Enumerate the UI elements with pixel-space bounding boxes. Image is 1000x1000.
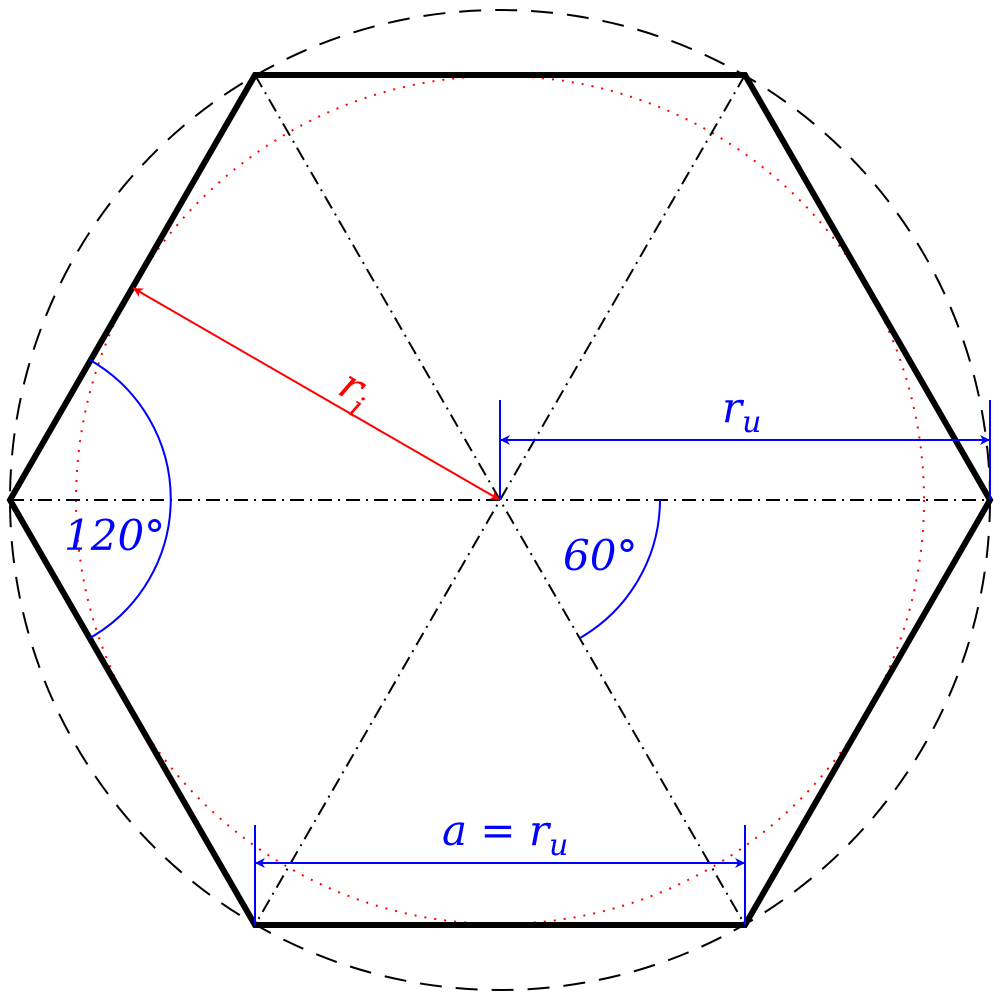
side-label-sub: u xyxy=(549,828,568,863)
inner-radius-label: ri xyxy=(326,359,381,425)
interior-angle-label: 120° xyxy=(64,511,165,560)
outer-radius-label-sub: u xyxy=(742,405,761,440)
central-angle-arc xyxy=(579,499,661,639)
side-label: a = ru xyxy=(442,806,568,863)
outer-radius-label-main: r xyxy=(722,383,745,432)
outer-radius-label: ru xyxy=(722,383,761,440)
side-label-main: r xyxy=(529,806,552,855)
side-label-prefix: a = xyxy=(442,806,529,855)
center-lines xyxy=(10,74,990,926)
central-angle-label: 60° xyxy=(563,531,637,580)
center-line-diagonal-1 xyxy=(254,74,746,926)
center-line-diagonal-2 xyxy=(254,74,746,926)
interior-angle-arc xyxy=(89,359,172,639)
inner-radius-arrow xyxy=(132,287,501,501)
